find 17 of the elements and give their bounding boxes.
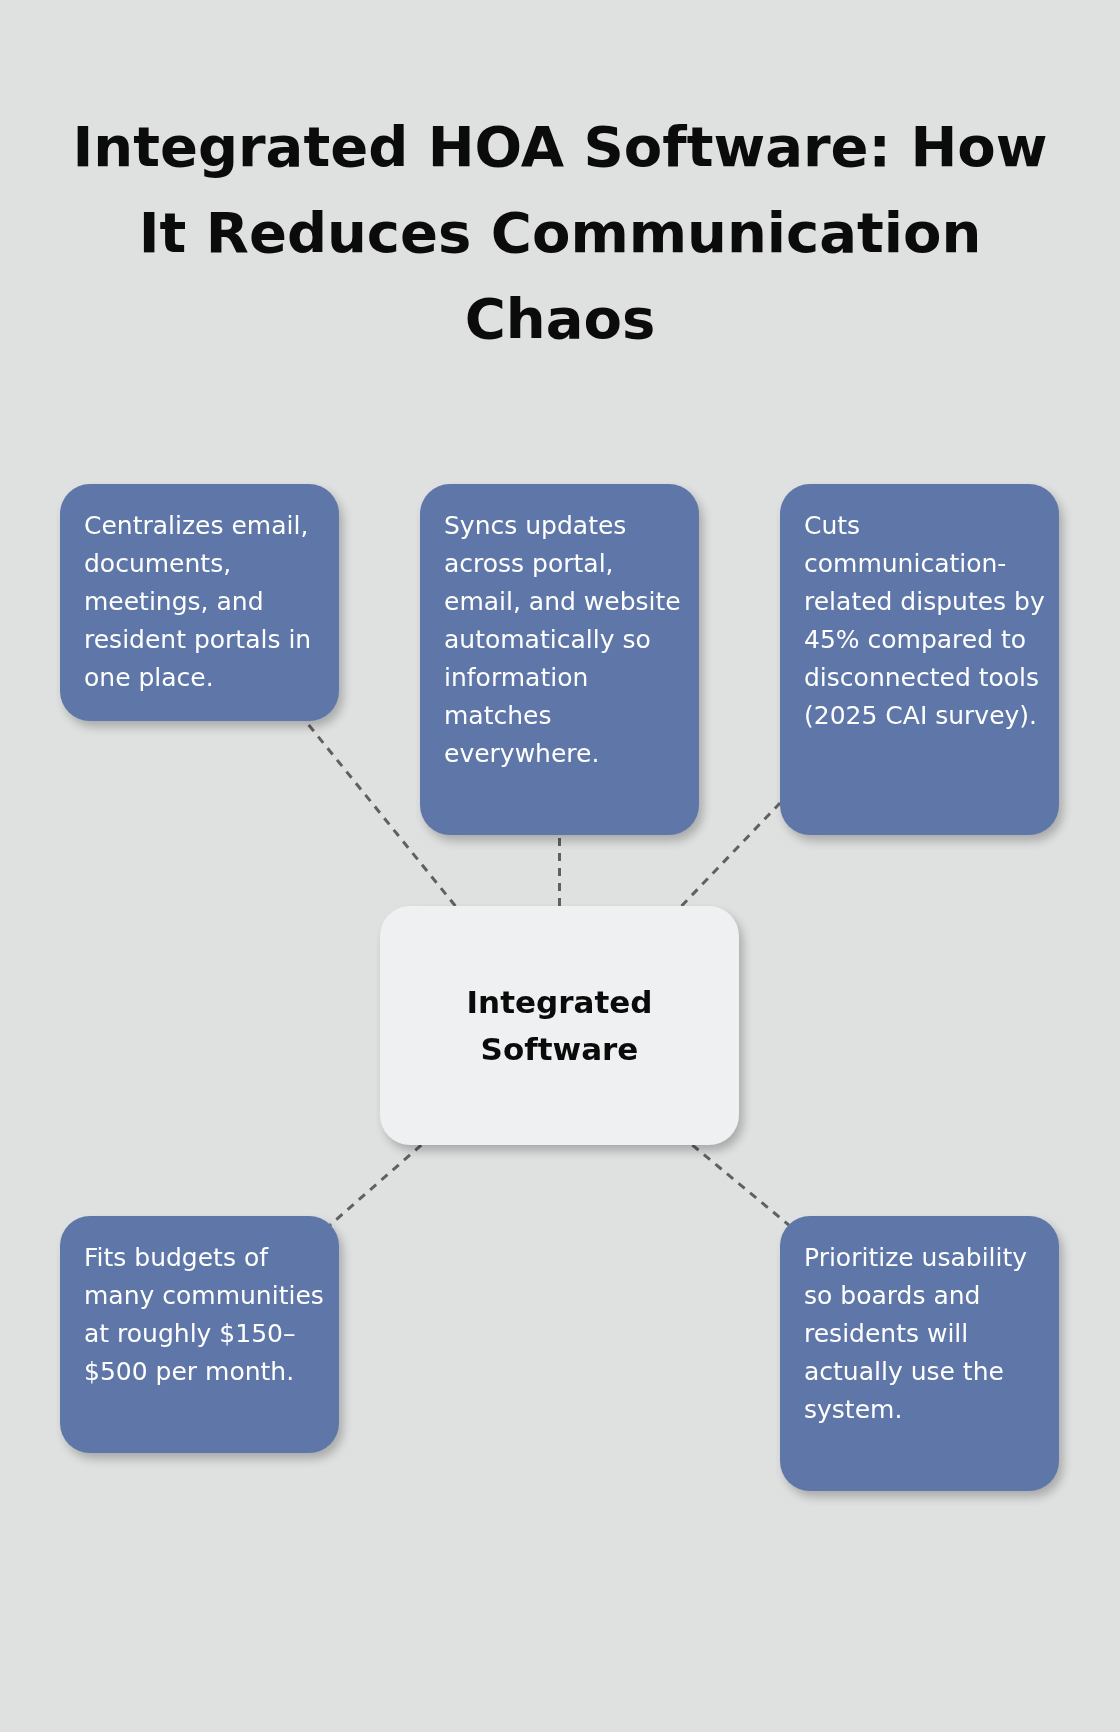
connector-line — [680, 802, 782, 908]
card-text: Syncs updates across portal, email, and website automatically so information matches everywhere. — [444, 510, 682, 770]
card-text: Fits budgets of many communities at roughly $150–$500 per month. — [84, 1242, 325, 1388]
connector-line — [691, 1143, 790, 1227]
feature-card — [60, 1216, 339, 1453]
connector-line — [329, 1143, 423, 1227]
feature-card — [780, 1216, 1059, 1491]
card-text: Prioritize usability so boards and residents will actually use the system. — [804, 1242, 1029, 1426]
page-title: Integrated HOA Software: How It Reduces Communication Chaos — [71, 113, 1049, 353]
hub-label: Integrated Software — [465, 982, 654, 1069]
connector-line — [558, 835, 561, 906]
feature-card — [780, 484, 1059, 835]
feature-card — [420, 484, 699, 835]
card-text: Cuts communication-related disputes by 45% compared to disconnected tools (2025 CAI survey). — [804, 510, 1045, 732]
feature-card — [60, 484, 339, 721]
central-card — [380, 906, 739, 1145]
card-text: Centralizes email, documents, meetings, and resident portals in one place. — [84, 510, 313, 694]
